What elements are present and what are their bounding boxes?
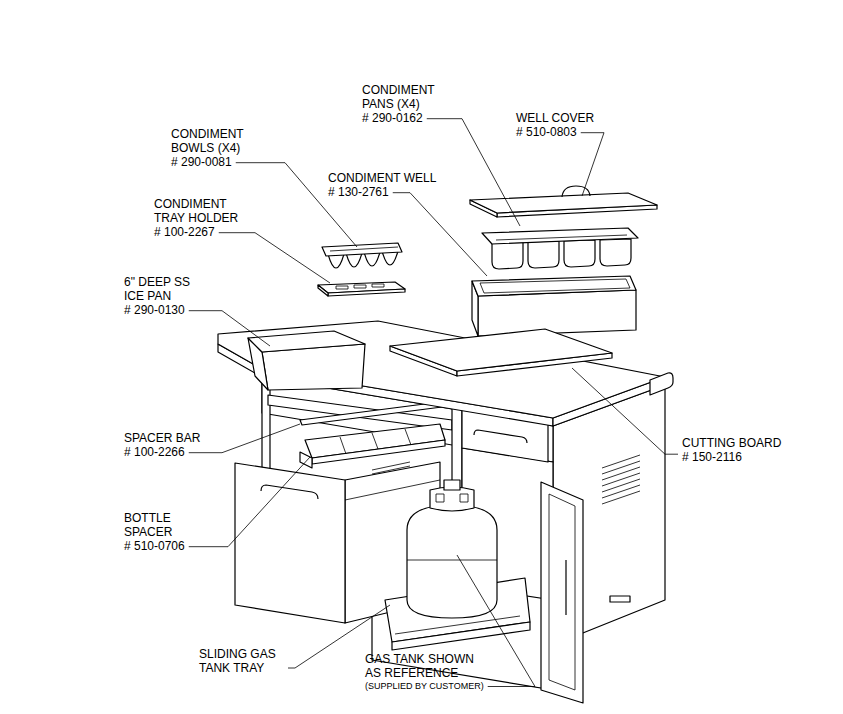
- part-number: # 100-2266: [124, 445, 185, 459]
- part-name: GAS TANK SHOWN AS REFERENCE: [365, 652, 483, 680]
- cutting-board-line: [390, 329, 612, 371]
- leader-line: [572, 368, 678, 454]
- condiment-pans-line: [600, 239, 631, 266]
- cart-right-side-line: [602, 467, 640, 480]
- gas-tank-line: [407, 505, 497, 618]
- condiment-pans-line: [528, 241, 559, 268]
- condiment-well-line: [480, 279, 630, 293]
- upper-drawer-line: [474, 430, 527, 443]
- leader-line: [457, 555, 535, 687]
- right-door-line: [549, 494, 575, 690]
- condiment-tray-holder-line: [328, 289, 405, 296]
- leader-line: [219, 233, 330, 283]
- part-number: # 290-0162: [362, 111, 423, 125]
- part-number: # 290-0130: [124, 303, 185, 317]
- part-name: CONDIMENT WELL: [328, 171, 436, 185]
- cart-top-line: [650, 373, 673, 395]
- part-number: # 150-2116: [682, 450, 742, 464]
- part-name: WELL COVER: [516, 111, 594, 125]
- part-name: CONDIMENT TRAY HOLDER: [154, 197, 249, 225]
- bottle-spacer-line: [312, 440, 445, 464]
- condiment-bowls-line: [330, 247, 398, 251]
- part-name: CONDIMENT PANS (X4): [362, 83, 444, 111]
- leader-line: [427, 119, 520, 226]
- part-number: # 100-2267: [154, 225, 215, 239]
- part-number: # 510-0803: [516, 125, 577, 139]
- well-cover-line: [470, 193, 657, 213]
- cutting-board: [390, 329, 612, 376]
- bottle-spacer-line: [340, 437, 346, 454]
- cart-top-line: [218, 321, 665, 418]
- gas-tank-tray-line: [395, 616, 520, 634]
- gas-tank-line: [460, 494, 468, 502]
- condiment-pans: [482, 228, 638, 269]
- part-name: SPACER BAR: [124, 431, 200, 445]
- right-door-line: [541, 482, 583, 703]
- condiment-tray-holder-line: [318, 285, 328, 296]
- part-name: 6" DEEP SS ICE PAN: [124, 275, 199, 303]
- gas-tank-line: [407, 560, 497, 561]
- leader-line: [189, 457, 310, 547]
- leader-line: [393, 193, 487, 276]
- part-name: CUTTING BOARD: [682, 436, 781, 450]
- bottle-spacer-line: [372, 433, 378, 449]
- cart-right-side-line: [602, 479, 640, 492]
- lower-drawer-line: [372, 462, 410, 470]
- spacer-bar-line: [300, 402, 442, 425]
- lower-drawer-line: [235, 463, 345, 623]
- part-number: # 130-2761: [328, 185, 389, 199]
- cart-right-side-line: [610, 596, 630, 602]
- cart-right-side-line: [602, 455, 640, 468]
- spacer-bar: [300, 402, 442, 425]
- part-number: # 290-0081: [171, 155, 232, 169]
- condiment-pans-line: [482, 228, 638, 244]
- condiment-well: [472, 276, 636, 336]
- gas-tank-line: [444, 480, 460, 490]
- leader-line: [581, 133, 604, 196]
- part-name: SLIDING GAS TANK TRAY: [199, 647, 284, 675]
- condiment-tray-holder-line: [372, 284, 384, 287]
- right-door-line: [565, 560, 566, 615]
- condiment-bowls-line: [322, 243, 402, 256]
- right-door: [541, 482, 583, 703]
- bottle-spacer-line: [405, 429, 411, 445]
- gas-tank-line: [436, 494, 444, 502]
- lower-drawer-line: [345, 480, 440, 500]
- cart-right-side-line: [602, 491, 640, 504]
- lower-drawer-line: [372, 466, 410, 474]
- leader-line: [189, 311, 270, 346]
- condiment-well-line: [472, 276, 636, 296]
- bottle-spacer: [300, 424, 445, 468]
- condiment-bowls: [322, 243, 402, 268]
- gas-tank-tray-line: [392, 622, 530, 650]
- cart-top: [218, 321, 673, 426]
- cart-right-side-line: [602, 485, 640, 498]
- cart-right-side-line: [602, 473, 640, 486]
- part-name: BOTTLE SPACER: [124, 511, 179, 539]
- gas-tank: [407, 480, 497, 618]
- part-name: CONDIMENT BOWLS (X4): [171, 127, 253, 155]
- condiment-pans-line: [492, 242, 523, 269]
- condiment-well-line: [478, 290, 636, 336]
- leader-lines: [189, 119, 678, 687]
- condiment-tray-holder-line: [336, 286, 348, 289]
- leader-line: [189, 424, 300, 453]
- note-text: (SUPPLIED BY CUSTOMER): [365, 681, 484, 692]
- condiment-tray-holder-line: [354, 285, 366, 288]
- condiment-pans-line: [496, 235, 627, 240]
- part-number: # 510-0706: [124, 539, 185, 553]
- lower-drawer-line: [261, 485, 318, 499]
- ice-pan: [248, 331, 365, 390]
- cart-right-side-line: [602, 461, 640, 474]
- ice-pan-line: [248, 331, 365, 352]
- condiment-pans-line: [564, 240, 595, 267]
- well-cover: [470, 186, 657, 217]
- well-cover-line: [562, 186, 590, 197]
- condiment-tray-holder: [318, 282, 405, 296]
